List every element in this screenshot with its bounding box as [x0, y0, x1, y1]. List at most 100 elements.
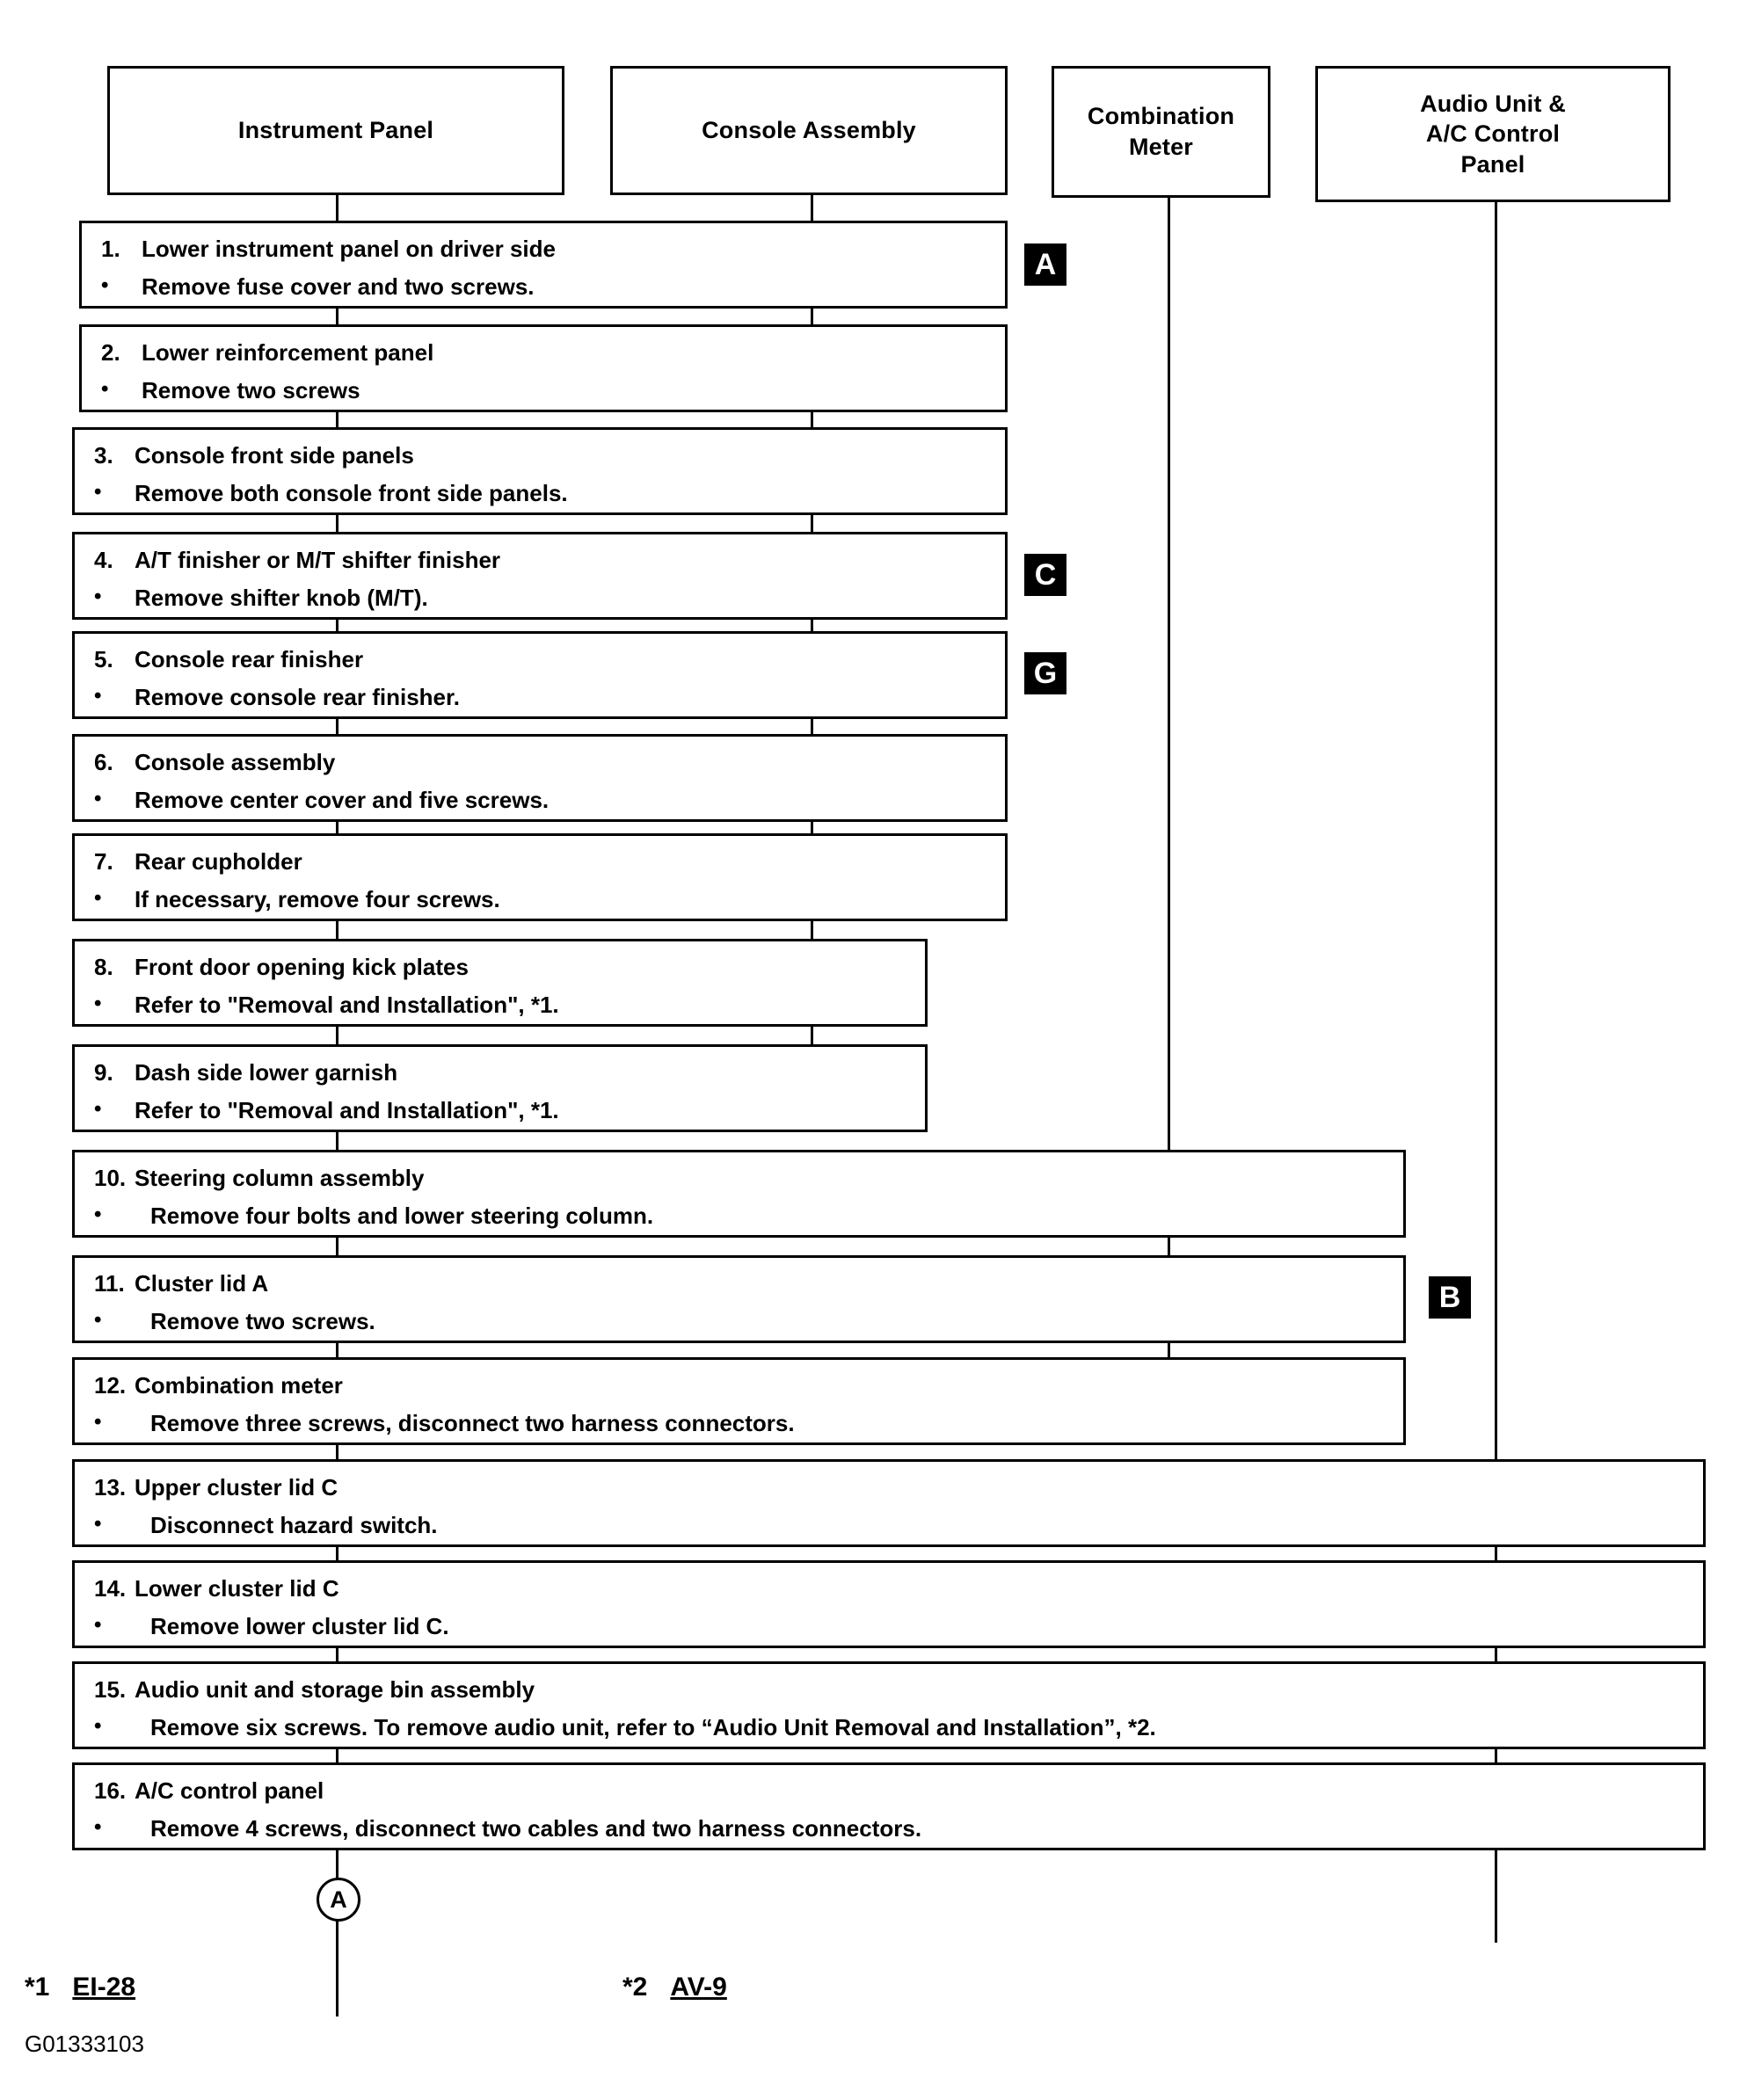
step-box-8[interactable]: 8. Front door opening kick plates • Refe…	[72, 939, 928, 1027]
step-title-row: 11. Cluster lid A	[94, 1270, 1403, 1297]
step-title-row: 12. Combination meter	[94, 1372, 1403, 1399]
step-detail: Refer to "Removal and Installation", *1.	[135, 1097, 559, 1124]
step-box-9[interactable]: 9. Dash side lower garnish • Refer to "R…	[72, 1044, 928, 1132]
step-title-row: 9. Dash side lower garnish	[94, 1059, 925, 1086]
step-detail-row: • Disconnect hazard switch.	[94, 1512, 1703, 1539]
step-title: Combination meter	[135, 1372, 343, 1399]
step-detail-row: • Remove console rear finisher.	[94, 684, 1005, 711]
step-number: 10.	[94, 1165, 127, 1191]
step-title-row: 1. Lower instrument panel on driver side	[101, 236, 1005, 263]
step-detail: Remove center cover and five screws.	[135, 787, 550, 814]
footnote-2: *2 AV-9	[622, 1973, 727, 2002]
step-detail-row: • Remove three screws, disconnect two ha…	[94, 1410, 1403, 1437]
step-title-row: 10. Steering column assembly	[94, 1165, 1403, 1192]
step-number: 15.	[94, 1676, 127, 1703]
step-detail: Remove two screws.	[150, 1308, 375, 1335]
step-detail: Remove four bolts and lower steering col…	[150, 1203, 654, 1230]
step-number: 1.	[101, 236, 120, 262]
step-title-row: 2. Lower reinforcement panel	[101, 339, 1005, 367]
bullet-icon: •	[94, 1512, 102, 1537]
step-detail-row: • Refer to "Removal and Installation", *…	[94, 1097, 925, 1124]
badge-a-step-1: A	[1024, 243, 1066, 286]
step-number: 13.	[94, 1474, 127, 1501]
step-detail-row: • Remove four bolts and lower steering c…	[94, 1203, 1403, 1230]
step-title: Audio unit and storage bin assembly	[135, 1676, 535, 1703]
bullet-icon: •	[101, 377, 109, 402]
step-box-1[interactable]: 1. Lower instrument panel on driver side…	[79, 221, 1008, 309]
column-header-label: Combination Meter	[1087, 103, 1235, 160]
step-number: 4.	[94, 547, 113, 573]
step-number: 12.	[94, 1372, 127, 1399]
step-detail: If necessary, remove four screws.	[135, 886, 500, 913]
step-box-13[interactable]: 13. Upper cluster lid C • Disconnect haz…	[72, 1459, 1706, 1547]
badge-b-step-11: B	[1429, 1276, 1471, 1319]
bullet-icon: •	[94, 1613, 102, 1638]
step-box-4[interactable]: 4. A/T finisher or M/T shifter finisher …	[72, 532, 1008, 620]
step-box-16[interactable]: 16. A/C control panel • Remove 4 screws,…	[72, 1762, 1706, 1850]
step-detail-row: • Refer to "Removal and Installation", *…	[94, 992, 925, 1019]
step-title-row: 5. Console rear finisher	[94, 646, 1005, 673]
step-detail: Remove six screws. To remove audio unit,…	[150, 1714, 1156, 1741]
step-box-10[interactable]: 10. Steering column assembly • Remove fo…	[72, 1150, 1406, 1238]
badge-label: G	[1033, 657, 1058, 690]
step-detail: Remove console rear finisher.	[135, 684, 460, 711]
step-detail: Remove two screws	[142, 377, 360, 404]
badge-label: C	[1034, 558, 1057, 592]
step-title: Rear cupholder	[135, 848, 302, 875]
footnote-link-av-9[interactable]: AV-9	[670, 1973, 727, 2002]
step-title-row: 7. Rear cupholder	[94, 848, 1005, 876]
step-box-3[interactable]: 3. Console front side panels • Remove bo…	[72, 427, 1008, 515]
step-title: A/C control panel	[135, 1777, 324, 1804]
continuation-connector-line	[336, 1850, 338, 1882]
bullet-icon: •	[94, 1815, 102, 1840]
step-number: 8.	[94, 954, 113, 980]
step-title-row: 3. Console front side panels	[94, 442, 1005, 469]
step-box-14[interactable]: 14. Lower cluster lid C • Remove lower c…	[72, 1560, 1706, 1648]
bullet-icon: •	[94, 1097, 102, 1122]
step-box-2[interactable]: 2. Lower reinforcement panel • Remove tw…	[79, 324, 1008, 412]
step-detail-row: • Remove two screws.	[94, 1308, 1403, 1335]
step-box-15[interactable]: 15. Audio unit and storage bin assembly …	[72, 1661, 1706, 1749]
step-box-7[interactable]: 7. Rear cupholder • If necessary, remove…	[72, 833, 1008, 921]
badge-label: A	[1034, 248, 1057, 281]
step-title: Cluster lid A	[135, 1270, 269, 1297]
step-title: Upper cluster lid C	[135, 1474, 338, 1501]
step-number: 9.	[94, 1059, 113, 1086]
step-box-6[interactable]: 6. Console assembly • Remove center cove…	[72, 734, 1008, 822]
step-detail: Remove lower cluster lid C.	[150, 1613, 449, 1640]
footnote-marker: *1	[25, 1973, 50, 2002]
lane-line-combination-meter	[1168, 198, 1170, 1367]
footnote-marker: *2	[622, 1973, 648, 2002]
badge-g-step-5: G	[1024, 652, 1066, 694]
badge-label: B	[1438, 1281, 1461, 1314]
badge-c-step-4: C	[1024, 554, 1066, 596]
step-detail-row: • Remove center cover and five screws.	[94, 787, 1005, 814]
step-number: 3.	[94, 442, 113, 469]
step-box-12[interactable]: 12. Combination meter • Remove three scr…	[72, 1357, 1406, 1445]
step-title-row: 6. Console assembly	[94, 749, 1005, 776]
step-detail: Remove both console front side panels.	[135, 480, 568, 507]
bullet-icon: •	[94, 1714, 102, 1739]
step-title-row: 13. Upper cluster lid C	[94, 1474, 1703, 1501]
footnote-link-ei-28[interactable]: EI-28	[72, 1973, 136, 2002]
step-title: A/T finisher or M/T shifter finisher	[135, 547, 501, 573]
step-detail-row: • Remove shifter knob (M/T).	[94, 585, 1005, 612]
continuation-ref-a: A	[317, 1878, 360, 1922]
column-header-combination-meter: Combination Meter	[1052, 66, 1270, 198]
step-detail: Remove shifter knob (M/T).	[135, 585, 428, 612]
step-box-5[interactable]: 5. Console rear finisher • Remove consol…	[72, 631, 1008, 719]
step-detail-row: • Remove six screws. To remove audio uni…	[94, 1714, 1703, 1741]
bullet-icon: •	[94, 787, 102, 811]
step-box-11[interactable]: 11. Cluster lid A • Remove two screws.	[72, 1255, 1406, 1343]
step-title: Steering column assembly	[135, 1165, 425, 1191]
bullet-icon: •	[94, 1203, 102, 1227]
step-number: 16.	[94, 1777, 127, 1804]
column-header-instrument-panel: Instrument Panel	[107, 66, 564, 195]
step-title-row: 16. A/C control panel	[94, 1777, 1703, 1805]
step-detail-row: • Remove fuse cover and two screws.	[101, 273, 1005, 301]
bullet-icon: •	[94, 684, 102, 708]
step-detail-row: • Remove two screws	[101, 377, 1005, 404]
lane-line-audio-unit	[1495, 202, 1497, 1943]
step-title-row: 4. A/T finisher or M/T shifter finisher	[94, 547, 1005, 574]
